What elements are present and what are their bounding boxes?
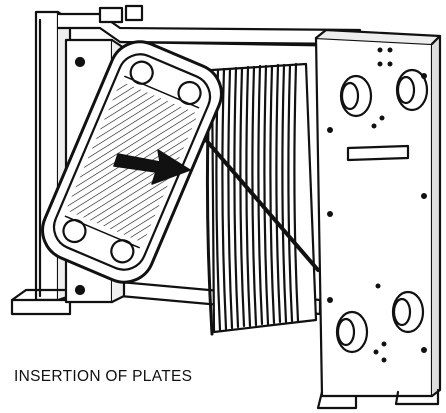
port-bottom-left bbox=[335, 310, 369, 354]
port-bottom-right bbox=[391, 290, 425, 334]
frame-bolts bbox=[327, 47, 427, 363]
figure-caption: INSERTION OF PLATES bbox=[14, 368, 193, 385]
port-top-left bbox=[339, 74, 373, 118]
direction-arrow bbox=[113, 149, 191, 185]
port-top-right bbox=[395, 68, 429, 112]
carrying-bar-top bbox=[56, 4, 362, 48]
leader-line bbox=[204, 138, 320, 272]
frame-post-left bbox=[10, 10, 74, 316]
plate-pack bbox=[205, 62, 318, 336]
